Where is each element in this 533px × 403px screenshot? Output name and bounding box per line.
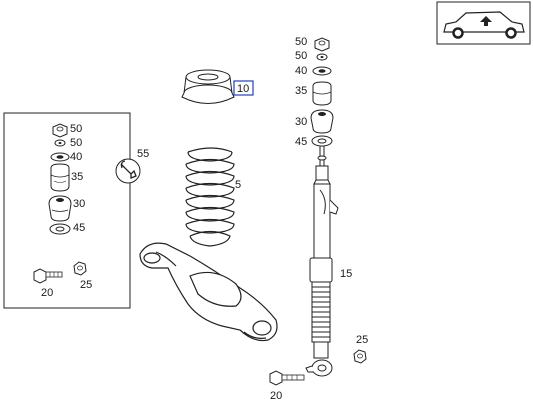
callout-top-45[interactable]: 45 [295,136,307,148]
lower-bolt-20[interactable] [269,370,305,386]
box-bolt-20[interactable] [33,268,63,284]
callout-top-40[interactable]: 40 [295,65,307,77]
top-bushing-30[interactable] [310,109,334,134]
shock-bellows [311,281,331,343]
callout-lower-20[interactable]: 20 [270,390,282,402]
callout-box-50a[interactable]: 50 [70,123,82,135]
box-bushing-35[interactable] [50,163,70,192]
callout-box-35[interactable]: 35 [71,171,83,183]
top-washer-45[interactable] [311,135,333,147]
callout-box-20[interactable]: 20 [41,287,53,299]
shock-absorber-15[interactable] [305,145,339,377]
callout-15[interactable]: 15 [340,268,352,280]
callout-5[interactable]: 5 [235,179,241,191]
box-nut-25[interactable] [73,261,87,276]
detail-box [3,112,131,309]
spring-pad-10[interactable] [181,69,235,104]
callout-10-highlight[interactable] [233,80,254,96]
callout-box-30[interactable]: 30 [73,198,85,210]
callout-box-40[interactable]: 40 [70,151,82,163]
callout-top-50b[interactable]: 50 [295,50,307,62]
callout-box-45[interactable]: 45 [73,222,85,234]
box-bushing-30[interactable] [48,195,72,222]
callout-box-25[interactable]: 25 [80,279,92,291]
callout-top-35[interactable]: 35 [295,85,307,97]
top-bushing-35[interactable] [312,81,332,106]
top-washer-50[interactable] [316,53,328,61]
box-washer-40[interactable] [50,152,70,162]
callout-top-50a[interactable]: 50 [295,36,307,48]
callout-top-30[interactable]: 30 [295,116,307,128]
top-nut-50[interactable] [314,37,330,52]
callout-box-50b[interactable]: 50 [70,137,82,149]
wrench-icon[interactable] [115,158,141,184]
callout-55[interactable]: 55 [137,148,149,160]
box-nut-50[interactable] [52,123,68,138]
lower-nut-25[interactable] [353,349,367,364]
control-arm[interactable] [139,242,278,342]
coil-spring-5[interactable] [185,147,235,247]
callout-lower-25[interactable]: 25 [356,334,368,346]
car-locator-icon[interactable] [436,1,531,45]
box-washer-50[interactable] [54,139,66,147]
box-washer-45[interactable] [49,223,71,235]
callout-10[interactable]: 10 [237,83,249,95]
top-washer-40[interactable] [312,66,332,76]
